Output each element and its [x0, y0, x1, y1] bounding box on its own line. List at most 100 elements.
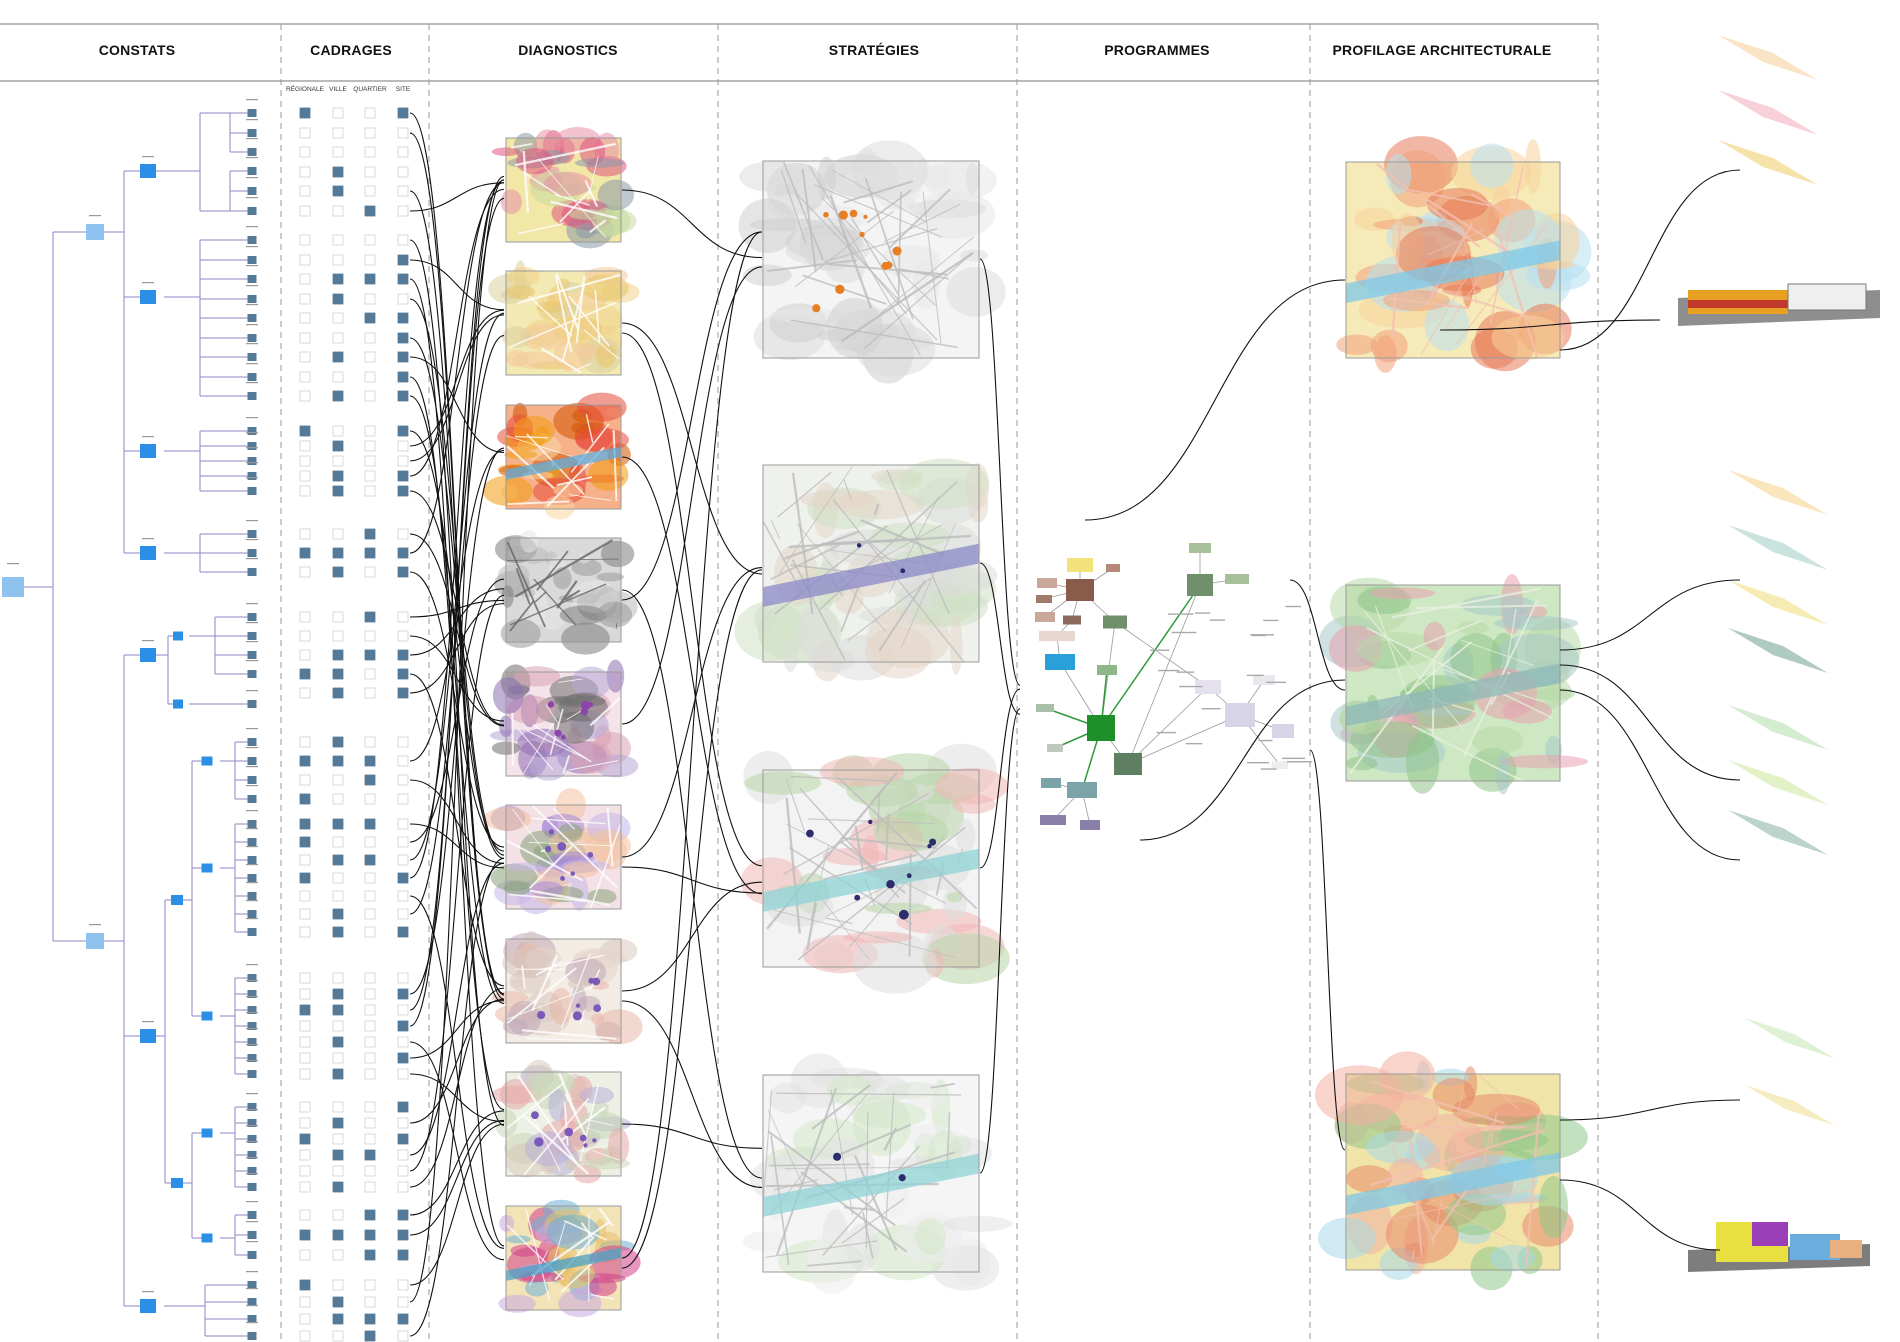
connector-line — [409, 179, 505, 1303]
cadrage-checkbox — [299, 793, 311, 805]
map-patch — [1314, 1065, 1404, 1125]
map-patch — [576, 224, 596, 239]
map-patch — [504, 285, 536, 300]
map-road — [1456, 224, 1548, 345]
cadrage-checkbox — [332, 273, 344, 285]
map-road — [1432, 1091, 1463, 1248]
cadrage-checkbox — [332, 371, 344, 383]
map-marker — [593, 1004, 602, 1012]
programme-node — [1106, 564, 1120, 572]
map-road — [1489, 166, 1524, 323]
cadrage-checkbox — [299, 485, 311, 497]
tree-caption-mark — [246, 99, 258, 101]
programme-caption-mark — [1209, 619, 1226, 621]
cadrage-checkbox — [332, 890, 344, 902]
tree-leaf-node — [247, 314, 257, 322]
cadrage-checkbox — [397, 332, 409, 344]
tree-level2-node — [140, 648, 156, 662]
map-marker — [583, 1143, 588, 1148]
stacked-layer — [1728, 470, 1828, 515]
cadrage-checkbox — [332, 547, 344, 559]
cadrage-checkbox — [364, 528, 376, 540]
cadrage-checkbox — [364, 185, 376, 197]
map-patch — [514, 666, 561, 687]
programme-caption-mark — [1285, 605, 1302, 608]
tree-caption-mark — [246, 918, 258, 920]
connector-line — [1559, 579, 1741, 651]
connector-line — [979, 688, 1021, 869]
map-road — [540, 347, 582, 374]
map-road — [930, 1082, 955, 1089]
diagnostic-map — [489, 659, 639, 781]
map-patch — [575, 428, 629, 452]
map-marker — [854, 894, 861, 901]
cadrage-checkbox — [397, 1229, 409, 1241]
programme-node — [1036, 704, 1054, 712]
map-patch — [502, 326, 531, 348]
cadrage-checkbox — [332, 312, 344, 324]
map-road — [521, 965, 526, 990]
map-patch — [796, 605, 839, 659]
tree-caption-mark — [246, 558, 258, 560]
cadrage-checkbox — [364, 908, 376, 920]
cadrage-checkbox — [299, 668, 311, 680]
connector-line — [1289, 579, 1346, 691]
cadrage-checkbox — [332, 1117, 344, 1129]
connector-line — [409, 1041, 505, 1261]
map-road — [560, 953, 591, 1029]
tree-leaf-node — [247, 1135, 257, 1143]
map-patch — [817, 156, 836, 200]
connector-line — [409, 603, 505, 694]
map-road — [564, 1093, 588, 1138]
map-frame — [1345, 161, 1561, 359]
cadrage-checkbox — [397, 1101, 409, 1113]
programme-node — [1037, 578, 1057, 588]
programme-node — [1040, 815, 1066, 825]
connector-line — [1559, 1099, 1741, 1121]
map-patch — [503, 881, 532, 896]
cadrage-scale-label: SITE — [395, 86, 411, 93]
tree-caption-mark — [89, 215, 101, 217]
map-road — [1412, 1249, 1415, 1259]
tree-caption-mark — [246, 864, 258, 866]
map-road — [531, 817, 606, 825]
map-patch — [1336, 334, 1378, 355]
map-road — [878, 580, 927, 652]
strategy-map — [734, 458, 998, 682]
map-patch — [502, 948, 552, 979]
map-road — [785, 778, 806, 832]
cadrage-checkbox — [299, 205, 311, 217]
map-road — [589, 697, 621, 727]
map-road — [522, 1097, 590, 1177]
cadrage-checkbox — [299, 908, 311, 920]
map-road — [560, 1260, 595, 1293]
cadrage-checkbox — [299, 1117, 311, 1129]
cadrage-checkbox — [332, 528, 344, 540]
cadrage-checkbox — [299, 127, 311, 139]
map-road — [1363, 610, 1466, 732]
cadrage-checkbox — [299, 1330, 311, 1342]
cadrage-checkbox — [299, 736, 311, 748]
cadrage-checkbox — [299, 774, 311, 786]
tree-caption-mark — [246, 285, 258, 287]
map-road — [885, 1093, 895, 1219]
cadrage-checkbox — [397, 1279, 409, 1291]
connector-line — [409, 857, 505, 1337]
cadrage-checkbox — [397, 127, 409, 139]
tree-leaf-node — [247, 670, 257, 678]
cadrage-checkbox — [364, 1209, 376, 1221]
tree-caption-mark — [246, 246, 258, 248]
map-patch — [571, 559, 602, 576]
map-road — [866, 189, 912, 224]
map-patch — [571, 666, 612, 699]
map-road — [1505, 608, 1517, 668]
cadrage-checkbox — [364, 234, 376, 246]
cadrage-checkbox — [364, 1165, 376, 1177]
tree-leaf-node — [247, 1103, 257, 1111]
map-road — [612, 429, 618, 502]
map-patch — [529, 1069, 576, 1098]
tree-leaf-node — [247, 892, 257, 900]
map-patch — [606, 659, 625, 693]
connector-line — [1559, 1179, 1721, 1251]
tree-caption-mark — [246, 432, 258, 434]
